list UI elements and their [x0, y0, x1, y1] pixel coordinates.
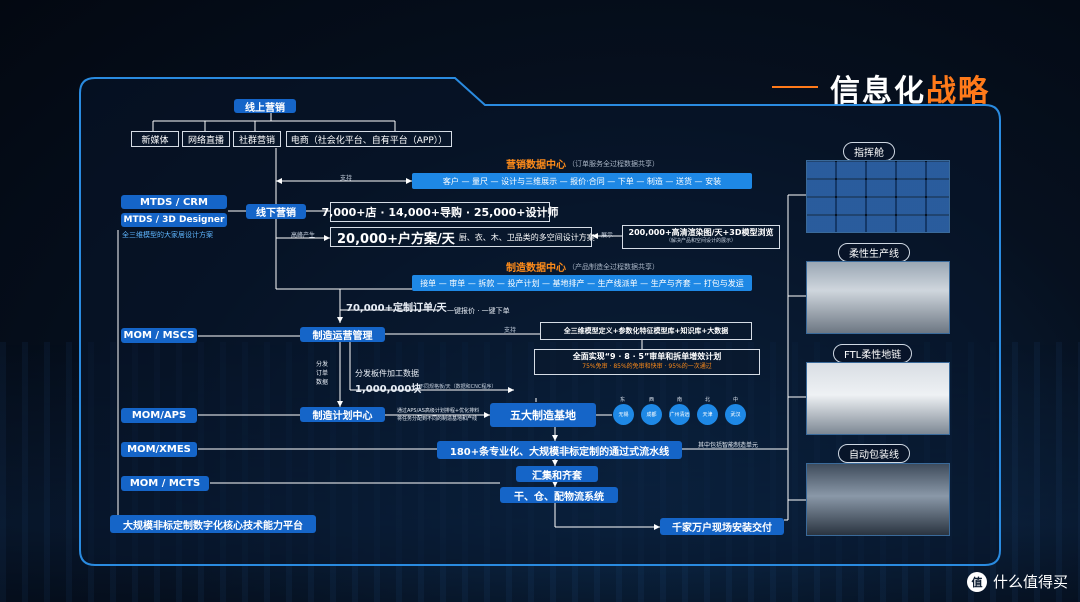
support-label-ops: 支持 [504, 327, 517, 334]
plan-center-desc-2: 将任务分配到不同的制造基地和产线 [397, 416, 478, 422]
online-marketing-box: 线上营销 [234, 99, 296, 114]
show-label: 展示 [601, 232, 614, 239]
photo-label-command: 指挥舱 [843, 142, 895, 161]
photo-label-flex: 柔性生产线 [838, 243, 910, 262]
render-sub: （解决产品和空间设计的展示） [665, 238, 736, 244]
logistics-box: 干、仓、配物流系统 [500, 487, 618, 503]
mom-mscs-box: MOM / MSCS [121, 328, 197, 343]
model-library-box: 全三维模型定义+参数化特征模型库+知识库+大数据 [540, 322, 752, 340]
production-lines-note: 其中包括智能制造单元 [698, 442, 759, 449]
plan-985-box: 全面实现“9 · 8 · 5”审单和拆单增效计划 75%免审 · 85%的免审和… [534, 349, 760, 375]
plans-count: 20,000+户方案/天 [337, 231, 455, 247]
plan-985-title: 全面实现“9 · 8 · 5”审单和拆单增效计划 [572, 352, 722, 361]
manufacturing-flow-bar: 接单 — 审单 — 拆款 — 投产计划 — 基地排产 — 生产线派单 — 生产与… [412, 275, 752, 291]
command-center-photo [806, 160, 950, 233]
peak-generate-label: 高峰产生 [291, 232, 316, 239]
channel-new-media: 新媒体 [131, 131, 179, 147]
photo-label-ftl: FTL柔性地链 [833, 344, 913, 363]
plan-center-box: 制造计划中心 [300, 407, 385, 422]
watermark-text: 什么值得买 [992, 573, 1068, 591]
base-tianjin: 天津 [697, 404, 718, 425]
direction-north: 北 [705, 397, 711, 403]
plans-sub: 厨、衣、木、卫品类的多空间设计方案 [458, 232, 595, 242]
channel-live-stream: 网络直播 [182, 131, 230, 147]
split-sub: 不同规格板/天（数据和CNC程序） [419, 384, 497, 390]
direction-south: 南 [677, 397, 683, 403]
mom-mcts-box: MOM / MCTS [121, 476, 209, 491]
offline-stats-box: 7,000+店 · 14,000+导购 · 25,000+设计师 [322, 202, 559, 222]
base-guangzhou-qingyuan: 广州清远 [669, 404, 690, 425]
flexible-line-photo [806, 261, 950, 334]
mtds-crm-box: MTDS / CRM [121, 195, 227, 209]
marketing-center-title: 营销数据中心 [506, 160, 566, 171]
render-count: 200,000+高清渲染图/天+3D模型浏览 [628, 228, 774, 237]
marketing-flow-bar: 客户 — 量尺 — 设计与三维展示 — 报价·合同 — 下单 — 制造 — 送货… [412, 173, 752, 189]
watermark-icon: 值 [966, 571, 987, 592]
split-title: 分发板件加工数据 [355, 369, 419, 378]
base-wuhan: 武汉 [725, 404, 746, 425]
support-label-top: 支持 [340, 175, 353, 182]
page-title: 信息化战略 [830, 74, 990, 109]
split-count: 1,000,000块 [355, 384, 422, 395]
one-click-label: 一键报价 · 一键下单 [447, 307, 510, 315]
mtds-caption: 全三维模型的大家居设计方案 [122, 231, 213, 239]
plan-center-desc-1: 通过APS/AS高级计划排程+优化排料 [397, 408, 480, 414]
plans-box: 20,000+户方案/天 厨、衣、木、卫品类的多空间设计方案 [330, 227, 595, 247]
delivery-box: 千家万户现场安装交付 [660, 518, 784, 535]
orders-count: 70,000+定制订单/天 [346, 303, 447, 314]
manufacturing-center-title: 制造数据中心 [506, 263, 566, 274]
marketing-center-subtitle: （订单服务全过程数据共享） [568, 160, 659, 168]
direction-east: 东 [620, 397, 626, 403]
manufacturing-center-subtitle: （产品制造全过程数据共享） [568, 263, 659, 271]
direction-center: 中 [733, 397, 739, 403]
five-bases-box: 五大制造基地 [490, 403, 596, 427]
kit-box: 汇集和齐套 [516, 466, 598, 482]
mtds-3d-designer-box: MTDS / 3D Designer [121, 213, 227, 227]
watermark: 值 什么值得买 [966, 571, 1068, 592]
direction-west: 西 [649, 397, 655, 403]
ftl-chain-photo [806, 362, 950, 435]
base-wuxi: 无锡 [613, 404, 634, 425]
photo-label-pack: 自动包装线 [838, 444, 910, 463]
title-accent-line [772, 86, 818, 88]
offline-marketing-box: 线下营销 [246, 204, 306, 219]
core-platform-box: 大规模非标定制数字化核心技术能力平台 [110, 515, 316, 533]
channel-community: 社群营销 [233, 131, 281, 147]
mom-xmes-box: MOM/XMES [121, 442, 197, 457]
channel-ecommerce: 电商（社会化平台、自有平台（APP）） [286, 131, 452, 147]
render-box: 200,000+高清渲染图/天+3D模型浏览 （解决产品和空间设计的展示） [622, 225, 780, 249]
packaging-line-photo [806, 463, 950, 536]
production-lines-box: 180+条专业化、大规模非标定制的通过式流水线 [437, 441, 682, 459]
base-chengdu: 成都 [641, 404, 662, 425]
ops-management-box: 制造运营管理 [300, 327, 385, 342]
plan-985-sub: 75%免审 · 85%的免审和快审 · 95%的一次通过 [582, 363, 712, 370]
mom-aps-box: MOM/APS [121, 408, 197, 423]
distribute-order-data: 分发订单数据 [316, 361, 329, 386]
